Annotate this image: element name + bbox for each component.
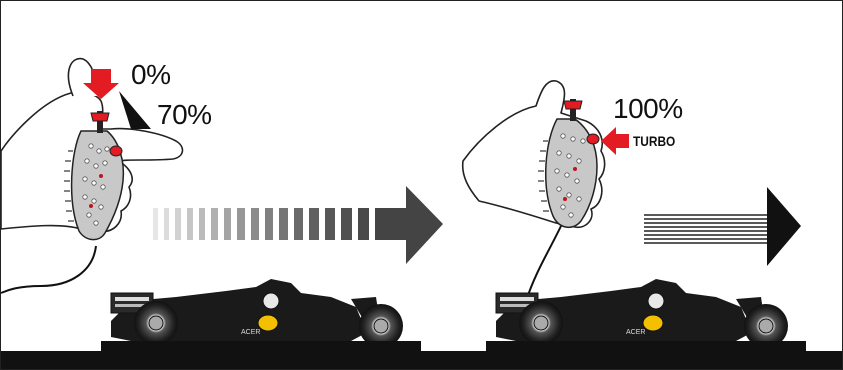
throttle-range-wedge-icon: [119, 91, 151, 129]
press-down-arrow-icon: [83, 69, 119, 99]
left-controller-icon: [64, 111, 125, 241]
svg-text:ACER: ACER: [626, 329, 645, 336]
controller-cable: [1, 245, 97, 294]
throttle-max-label: 70%: [157, 99, 212, 130]
turbo-label: TURBO: [633, 133, 676, 149]
svg-text:ACER: ACER: [241, 329, 260, 336]
throttle-full-label: 100%: [613, 93, 683, 124]
formula-one-car-left-icon: ACER: [101, 279, 421, 351]
turbo-arrow-icon: [601, 127, 629, 155]
ground-strip: [1, 351, 842, 369]
speed-lines-arrow-icon: [644, 187, 801, 266]
gradient-speed-arrow-icon: [153, 186, 443, 264]
formula-one-car-right-icon: ACER: [486, 279, 806, 351]
right-controller-icon: [538, 99, 600, 228]
throttle-min-label: 0%: [131, 59, 171, 90]
